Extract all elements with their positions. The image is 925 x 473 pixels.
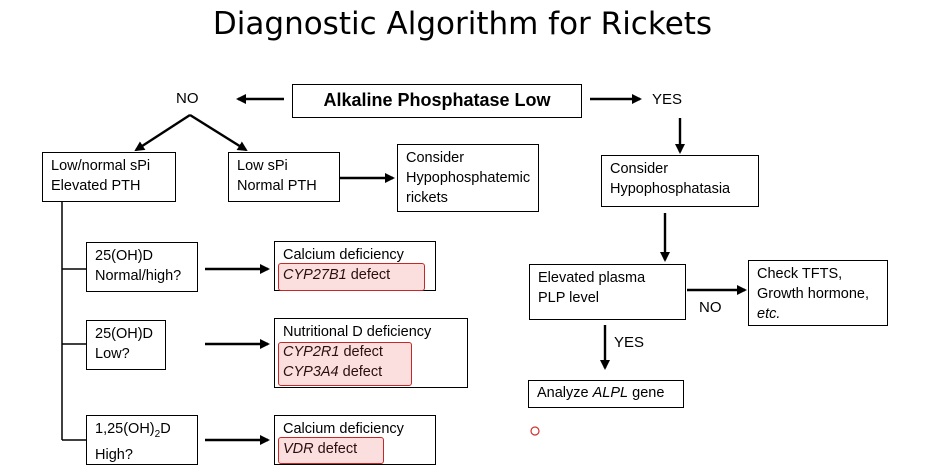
result2-item-2: CYP3A4 defect bbox=[283, 362, 459, 382]
pointer-marker bbox=[530, 426, 540, 436]
root-box: Alkaline Phosphatase Low bbox=[292, 84, 582, 118]
box-b-line-2: Normal PTH bbox=[237, 178, 317, 194]
analyze-suffix: gene bbox=[628, 385, 665, 401]
no-label: NO bbox=[176, 90, 199, 107]
check-line-1: Check TFTS, bbox=[757, 266, 843, 282]
result-nutritional-box: Nutritional D deficiency CYP2R1 defect C… bbox=[274, 318, 468, 388]
test-125ohd-high-box: 1,25(OH)2D High? bbox=[86, 415, 198, 465]
lowsnormal-pi-box: Low/normal sPi Elevated PTH bbox=[42, 152, 176, 202]
result-calcium-vdr-box: Calcium deficiency VDR defect bbox=[274, 415, 436, 465]
check-line-3: etc. bbox=[757, 306, 781, 322]
analyze-line: Analyze ALPL gene bbox=[537, 383, 675, 403]
yes-label: YES bbox=[652, 91, 683, 108]
test3-sub: 2 bbox=[154, 428, 161, 440]
gene-cyp27b1-suffix: defect bbox=[346, 267, 391, 283]
test3-prefix: 1,25(OH) bbox=[95, 421, 155, 437]
page-title: Diagnostic Algorithm for Rickets bbox=[212, 6, 713, 42]
test2-line-1: 25(OH)D bbox=[95, 326, 154, 342]
result-calcium-cyp27b1-box: Calcium deficiency CYP27B1 defect bbox=[274, 241, 436, 291]
analyze-prefix: Analyze bbox=[537, 385, 593, 401]
check-line-2: Growth hormone, bbox=[757, 286, 870, 302]
gene-cyp3a4-suffix: defect bbox=[338, 364, 383, 380]
test1-line-1: 25(OH)D bbox=[95, 248, 154, 264]
result2-item-1: CYP2R1 defect bbox=[283, 342, 459, 362]
root-label: Alkaline Phosphatase Low bbox=[323, 90, 551, 110]
consider-line-1: Consider bbox=[610, 161, 669, 177]
test-25ohd-low-box: 25(OH)D Low? bbox=[86, 320, 166, 370]
box-a-line-2: Elevated PTH bbox=[51, 178, 141, 194]
test1-line-2: Normal/high? bbox=[95, 268, 182, 284]
box-b-line-1: Low sPi bbox=[237, 158, 288, 174]
result3-item-1: VDR defect bbox=[283, 439, 427, 459]
test-25ohd-normal-box: 25(OH)D Normal/high? bbox=[86, 242, 198, 292]
consider-line-2: Hypophosphatasia bbox=[610, 181, 731, 197]
check-tfts-box: Check TFTS, Growth hormone, etc. bbox=[748, 260, 888, 326]
analyze-alpl-box: Analyze ALPL gene bbox=[528, 380, 684, 408]
test3-line-2: High? bbox=[95, 446, 133, 463]
test3-suffix: D bbox=[160, 421, 171, 437]
plp-line-1: Elevated plasma bbox=[538, 270, 646, 286]
gene-vdr: VDR bbox=[283, 441, 314, 457]
result1-title: Calcium deficiency bbox=[283, 247, 404, 263]
hypophosphatemic-box: Consider Hypophosphatemic rickets bbox=[397, 144, 539, 212]
plp-yes-label: YES bbox=[614, 334, 645, 351]
result1-item-1: CYP27B1 defect bbox=[283, 265, 427, 285]
gene-cyp3a4: CYP3A4 bbox=[283, 364, 339, 380]
gene-vdr-suffix: defect bbox=[313, 441, 358, 457]
test2-line-2: Low? bbox=[95, 346, 130, 362]
consider-hypophosphatasia-box: Consider Hypophosphatasia bbox=[601, 155, 759, 207]
result2-title: Nutritional D deficiency bbox=[283, 324, 432, 340]
result3-title: Calcium deficiency bbox=[283, 421, 404, 437]
hypo-line-2: Hypophosphatemic bbox=[406, 170, 531, 186]
plp-no-label: NO bbox=[699, 299, 722, 316]
gene-cyp2r1-suffix: defect bbox=[339, 344, 383, 360]
box-a-line-1: Low/normal sPi bbox=[51, 158, 151, 174]
gene-alpl: ALPL bbox=[592, 385, 629, 401]
arrow-no-right bbox=[189, 113, 248, 152]
gene-cyp2r1: CYP2R1 bbox=[283, 344, 340, 360]
plp-level-box: Elevated plasma PLP level bbox=[529, 264, 686, 320]
plp-line-2: PLP level bbox=[538, 290, 599, 306]
hypo-line-3: rickets bbox=[406, 190, 448, 206]
low-spi-box: Low sPi Normal PTH bbox=[228, 152, 340, 202]
arrow-no-left bbox=[134, 113, 191, 152]
test3-line-1: 1,25(OH)2D bbox=[95, 419, 189, 445]
hypo-line-1: Consider bbox=[406, 150, 465, 166]
gene-cyp27b1: CYP27B1 bbox=[283, 267, 347, 283]
